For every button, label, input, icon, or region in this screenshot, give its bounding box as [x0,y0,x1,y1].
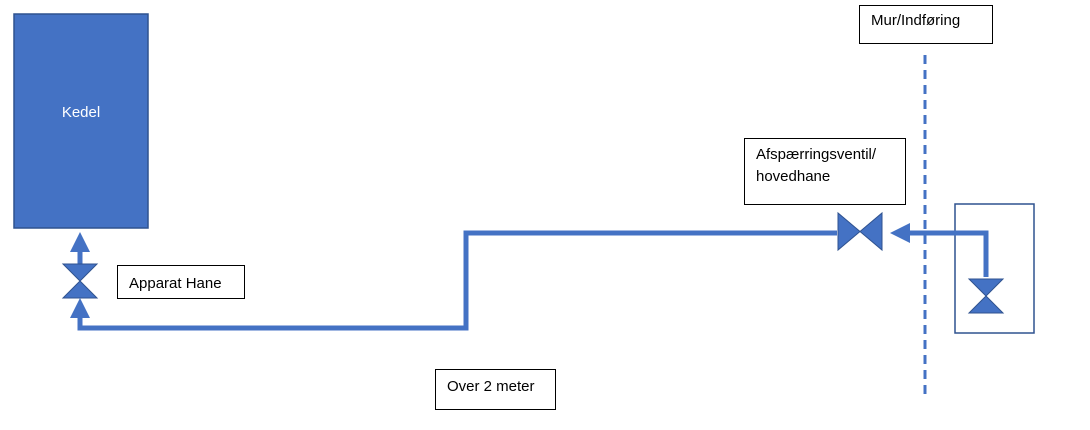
over-2-meter-label: Over 2 meter [435,369,556,410]
apparat-hane-label: Apparat Hane [117,265,245,299]
supply-pipe [70,230,837,331]
over-2-meter-text: Over 2 meter [447,378,535,395]
mur-indforing-label: Mur/Indføring [859,5,993,44]
boiler-label: Kedel [61,104,101,121]
shutoff-valve-label: Afspærringsventil/ hovedhane [744,138,906,205]
boiler [13,13,149,229]
shutoff-valve-text-line2: hovedhane [756,168,831,185]
incoming-pipe [890,223,989,277]
main-shutoff-valve-icon [837,211,883,252]
outside-meter-box [954,203,1035,334]
mur-indforing-text: Mur/Indføring [871,12,961,29]
outside-valve-icon [967,278,1005,314]
shutoff-valve-text-line1: Afspærringsventil/ [756,146,877,163]
apparat-hane-text: Apparat Hane [129,275,222,292]
appliance-valve-icon [61,263,99,299]
